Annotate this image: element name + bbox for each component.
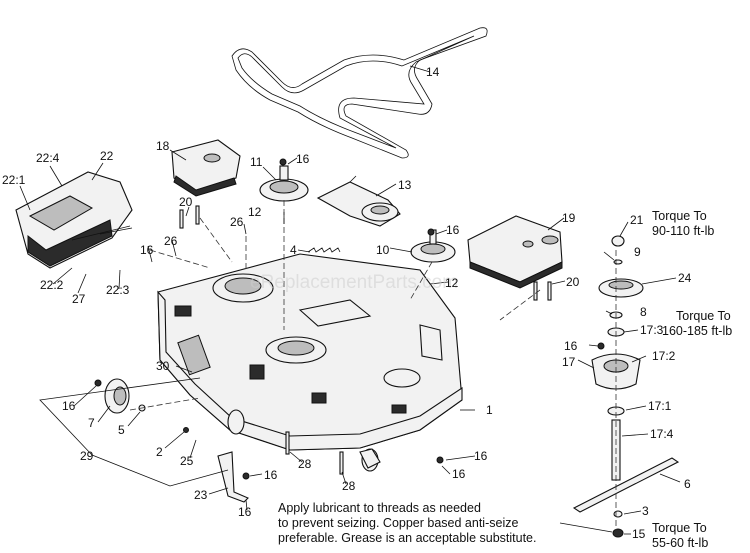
deck-rollers xyxy=(227,409,381,472)
callout-11: 11 xyxy=(250,155,263,169)
belt-cover-left xyxy=(171,139,241,197)
callout-14: 14 xyxy=(426,65,440,79)
callout-23: 23 xyxy=(194,488,208,502)
callout-19: 19 xyxy=(562,211,576,225)
leader-lines xyxy=(19,65,681,535)
idler-arm-assembly xyxy=(316,175,401,227)
callout-15: 15 xyxy=(632,527,646,541)
callout-10: 10 xyxy=(376,243,390,257)
torque-note-2-line-1: Torque To xyxy=(676,309,731,323)
callout-17-2: 17:2 xyxy=(652,349,676,363)
callout-16-f: 16 xyxy=(238,505,252,519)
lubricant-note-line-1: Apply lubricant to threads as needed xyxy=(278,501,481,515)
callout-8: 8 xyxy=(640,305,647,319)
callout-12-b: 12 xyxy=(445,276,459,290)
callout-26-a: 26 xyxy=(230,215,244,229)
callout-1: 1 xyxy=(486,403,493,417)
callout-16-d: 16 xyxy=(62,399,76,413)
callout-3: 3 xyxy=(642,504,649,518)
callout-22-2: 22:2 xyxy=(40,278,64,292)
callout-24: 24 xyxy=(678,271,692,285)
callout-16-h: 16 xyxy=(452,467,466,481)
deck-shield xyxy=(15,171,133,269)
callout-12-a: 12 xyxy=(248,205,262,219)
callout-17-1: 17:1 xyxy=(648,399,672,413)
callout-16-g: 16 xyxy=(474,449,488,463)
callout-22-4: 22:4 xyxy=(36,151,60,165)
lubricant-note-line-3: preferable. Grease is an acceptable subs… xyxy=(278,531,536,545)
watermark-text: eReplacementParts.com xyxy=(250,272,458,293)
lubricant-note: Apply lubricant to threads as needed to … xyxy=(278,501,536,545)
torque-note-3-line-2: 55-60 ft-lb xyxy=(652,536,708,550)
callout-29: 29 xyxy=(80,449,94,463)
torque-note-1-line-2: 90-110 ft-lb xyxy=(652,224,714,238)
callout-5: 5 xyxy=(118,423,125,437)
spindle-assembly xyxy=(572,235,680,538)
callout-16-e: 16 xyxy=(264,468,278,482)
callout-16-c: 16 xyxy=(446,223,460,237)
idler-spring xyxy=(307,247,341,253)
callout-21: 21 xyxy=(630,213,644,227)
callout-26-b: 26 xyxy=(164,234,178,248)
callout-28-a: 28 xyxy=(298,457,312,471)
hardware-bolts xyxy=(179,158,605,480)
callout-17-4: 17:4 xyxy=(650,427,674,441)
callout-17: 17 xyxy=(562,355,576,369)
callout-27: 27 xyxy=(72,292,86,306)
callout-28-b: 28 xyxy=(342,479,356,493)
callout-18: 18 xyxy=(156,139,170,153)
anti-scalp-bracket xyxy=(217,451,249,503)
callout-16-i: 16 xyxy=(564,339,578,353)
callout-labels: 14 22 22:4 22:1 18 11 16 13 20 12 26 26 … xyxy=(2,65,692,541)
callout-25: 25 xyxy=(180,454,194,468)
callout-6: 6 xyxy=(684,477,691,491)
callout-22-3: 22:3 xyxy=(106,283,130,297)
callout-16-a: 16 xyxy=(296,152,310,166)
callout-17-3: 17:3 xyxy=(640,323,664,337)
callout-16-b: 16 xyxy=(140,243,154,257)
lubricant-note-line-2: to prevent seizing. Copper based anti-se… xyxy=(278,516,518,530)
torque-note-1-line-1: Torque To xyxy=(652,209,707,223)
torque-notes: Torque To 90-110 ft-lb Torque To 160-185… xyxy=(652,209,732,550)
belt-cover-right xyxy=(467,215,563,289)
gauge-wheel xyxy=(94,378,146,414)
callout-30: 30 xyxy=(156,359,170,373)
callout-9: 9 xyxy=(634,245,641,259)
drive-belt xyxy=(231,27,488,159)
callout-4: 4 xyxy=(290,243,297,257)
callout-13: 13 xyxy=(398,178,412,192)
callout-7: 7 xyxy=(88,416,95,430)
callout-20-b: 20 xyxy=(566,275,580,289)
mower-deck xyxy=(157,253,463,451)
callout-2: 2 xyxy=(156,445,163,459)
spindle-pulley-center xyxy=(259,165,309,202)
callout-22-1: 22:1 xyxy=(2,173,26,187)
torque-note-3-line-1: Torque To xyxy=(652,521,707,535)
torque-note-2-line-2: 160-185 ft-lb xyxy=(662,324,732,338)
callout-22: 22 xyxy=(100,149,114,163)
callout-20-a: 20 xyxy=(179,195,193,209)
